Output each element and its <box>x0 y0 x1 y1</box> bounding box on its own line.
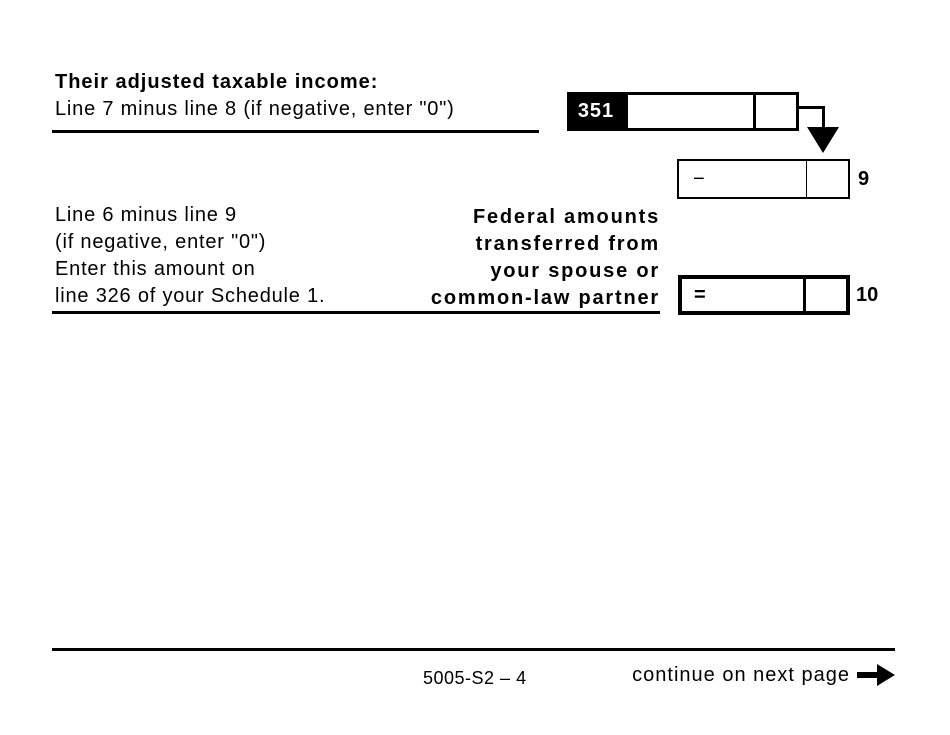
amount-field-line9: − <box>677 159 850 199</box>
field-label-line: Federal amounts <box>472 206 660 228</box>
field-label-line: common-law partner <box>430 287 660 309</box>
connector-line-vertical <box>822 106 825 129</box>
connector-line-horizontal <box>796 106 825 109</box>
arrow-down-icon <box>807 127 839 153</box>
instruction-line: Enter this amount on <box>55 258 256 280</box>
amount-line9-dollars-input[interactable]: − <box>679 161 806 197</box>
amount-field-line10: = <box>678 275 850 315</box>
field-code-label: 351 <box>577 100 615 122</box>
continue-label: continue on next page <box>632 663 850 686</box>
arrow-right-icon <box>857 664 895 686</box>
line-number-9: 9 <box>858 168 870 190</box>
amount-line10-cents-input[interactable] <box>803 279 846 311</box>
line-number-10: 10 <box>856 284 879 306</box>
instruction-line: line 326 of your Schedule 1. <box>55 285 326 307</box>
instruction-block-left: Line 6 minus line 9 (if negative, enter … <box>55 202 325 310</box>
amount-351-cents-input[interactable] <box>753 95 796 128</box>
continue-note: continue on next page <box>632 663 895 687</box>
equals-operator: = <box>694 283 706 306</box>
amount-351-dollars-input[interactable] <box>628 95 753 128</box>
field-label-line: transferred from <box>475 233 660 255</box>
field-label-line: your spouse or <box>490 260 660 282</box>
amount-line10-dollars-input[interactable]: = <box>682 279 803 311</box>
instruction-line: (if negative, enter "0") <box>55 231 267 253</box>
amount-line9-cents-input[interactable] <box>806 161 848 197</box>
form-page-number: 5005-S2 – 4 <box>423 668 527 688</box>
field-label-block: Federal amounts transferred from your sp… <box>431 204 660 312</box>
section-instruction: Line 7 minus line 8 (if negative, enter … <box>55 98 455 120</box>
instruction-line: Line 6 minus line 9 <box>55 204 237 226</box>
field-code-box: 351 <box>567 92 625 131</box>
section-title: Their adjusted taxable income: <box>55 71 379 93</box>
underline-rule-top <box>52 130 539 133</box>
minus-operator: − <box>693 167 705 190</box>
footer-rule <box>52 648 895 651</box>
amount-field-351 <box>625 92 799 131</box>
underline-rule-middle <box>52 311 660 314</box>
